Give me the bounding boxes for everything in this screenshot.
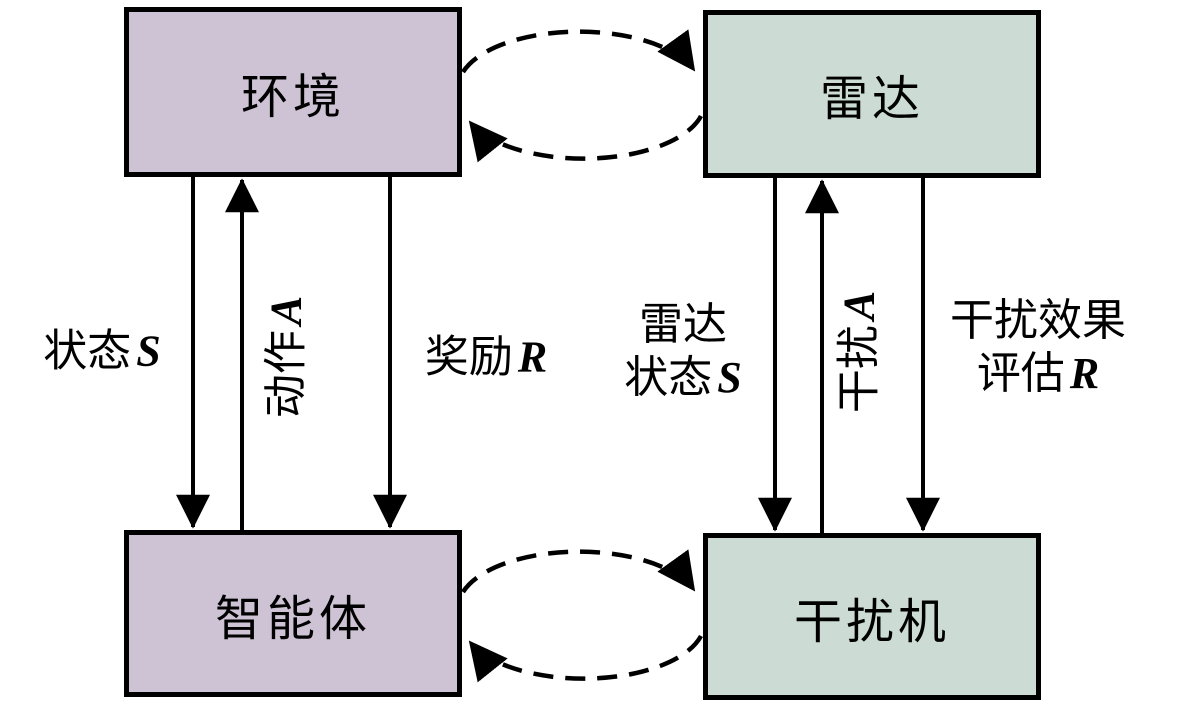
edge-label-jam-var: A [834, 290, 884, 321]
edge-label-jam-effect-text2: 评估 [976, 348, 1065, 399]
edge-label-reward-text: 奖励 [424, 331, 513, 383]
edge-label-action-text: 动作 [260, 330, 312, 419]
edge-label-action: 动作 A [261, 296, 314, 418]
dashed-arc-jammer-to-agent [468, 634, 703, 683]
edge-label-jam: 干扰 A [834, 291, 887, 413]
edge-label-radar-state-line1: 雷达 [624, 299, 741, 352]
edge-label-jam-effect-line1: 干扰效果 [950, 295, 1126, 348]
edge-label-jam-text: 干扰 [833, 325, 885, 414]
edge-label-jam-effect-var: R [1069, 349, 1100, 398]
dashed-arc-radar-to-env [468, 114, 703, 163]
edge-label-radar-state-text2: 状态 [624, 352, 713, 403]
node-environment-label: 环境 [240, 69, 345, 125]
node-radar: 雷达 [703, 10, 1041, 178]
edge-label-action-var: A [261, 295, 311, 326]
node-agent: 智能体 [124, 530, 462, 697]
edge-label-state-text: 状态 [43, 325, 132, 377]
edge-label-state-var: S [136, 326, 161, 376]
dashed-arc-env-to-radar [461, 29, 696, 74]
node-radar-label: 雷达 [819, 71, 924, 127]
edge-label-radar-state-text1: 雷达 [638, 299, 727, 351]
node-environment: 环境 [124, 7, 462, 177]
node-jammer-label: 干扰机 [793, 593, 950, 650]
dashed-arc-agent-to-jammer [461, 549, 696, 594]
node-jammer: 干扰机 [703, 533, 1041, 700]
node-agent-label: 智能体 [214, 590, 371, 647]
edge-label-radar-state-var: S [717, 353, 742, 402]
edge-label-jam-effect-text1: 干扰效果 [950, 295, 1126, 347]
edge-label-reward-var: R [517, 332, 548, 382]
